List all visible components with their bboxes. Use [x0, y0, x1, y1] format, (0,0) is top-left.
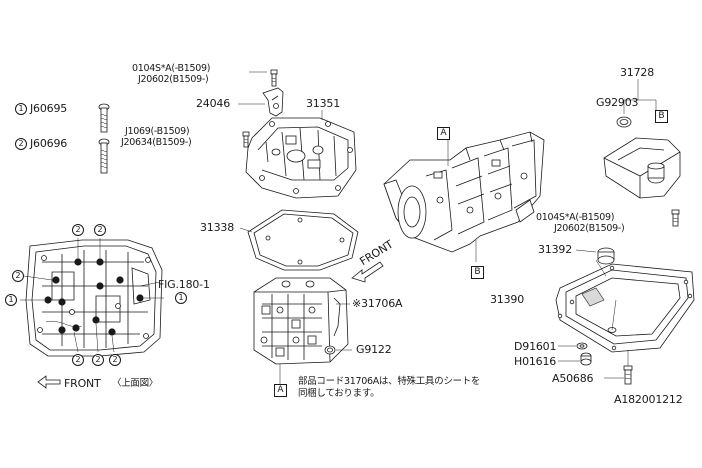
label-31728: 31728 [620, 66, 654, 79]
label-d91601: D91601 [514, 340, 557, 353]
bolt-j1069-drawing [242, 131, 250, 148]
ref-circle-2: 2 [15, 138, 27, 150]
ref-circle-2-tv-e: 2 [92, 354, 104, 366]
bracket-24046-drawing [238, 87, 284, 117]
transmission-assembly-drawing [383, 131, 545, 262]
label-31392: 31392 [538, 243, 572, 256]
label-j1069-b: J20634(B1509-) [121, 137, 192, 148]
diagram-code: A182001212 [614, 393, 683, 406]
oring-g92903-drawing [616, 116, 632, 128]
magnet-31392-drawing [575, 247, 615, 265]
ref-circle-1-tv-a: 1 [5, 294, 17, 306]
ref-circle-2-tv-b: 2 [94, 224, 106, 236]
ref-box-a-transmission: A [437, 127, 450, 140]
label-bolt-right-b: J20602(B1509-) [554, 223, 625, 234]
ref-circle-2-tv-f: 2 [109, 354, 121, 366]
washer-d91601-drawing [558, 342, 588, 350]
ref-circle-2-tv-d: 2 [72, 354, 84, 366]
label-fig180: FIG.180-1 [158, 278, 210, 291]
label-31351: 31351 [306, 97, 340, 110]
label-24046: 24046 [196, 97, 230, 110]
ref-box-a-valve: A [274, 384, 287, 397]
ref-box-b-strainer: B [655, 110, 668, 123]
label-bolt-right-a: 0104S*A(-B1509) [536, 212, 615, 223]
oil-strainer-31728-drawing [603, 79, 681, 199]
upper-valve-body-31351-drawing [245, 110, 357, 199]
bolt-right-drawing [671, 209, 680, 227]
label-31390: 31390 [490, 293, 524, 306]
oring-g9122-drawing [324, 345, 352, 355]
control-valve-31706a-drawing [253, 277, 350, 384]
label-g9122: G9122 [356, 343, 392, 356]
plug-h01616-drawing [558, 352, 592, 366]
label-h01616: H01616 [514, 355, 557, 368]
ref-box-b-transmission: B [471, 266, 484, 279]
ref-circle-1-tv-b: 1 [175, 292, 187, 304]
label-a50686: A50686 [552, 372, 594, 385]
label-j60695: J60695 [30, 102, 68, 115]
bolt-j60695-drawing [98, 103, 110, 133]
label-bolt-top-b: J20602(B1509-) [138, 74, 209, 85]
label-front-bottom: FRONT [64, 377, 101, 390]
label-top-view: 〈上面図〉 [112, 378, 159, 389]
front-arrow-mid-drawing [351, 261, 384, 283]
label-j60696: J60696 [30, 137, 68, 150]
top-view-diagram-drawing [20, 238, 164, 389]
oil-pan-31390-drawing [555, 259, 695, 353]
note-line-2: 同梱しております。 [298, 388, 380, 399]
label-31338: 31338 [200, 221, 234, 234]
label-j1069-a: J1069(-B1509) [125, 126, 190, 137]
bolt-top-drawing [249, 69, 278, 87]
ref-circle-2-tv-a: 2 [72, 224, 84, 236]
gasket-31338-drawing [239, 209, 359, 271]
label-bolt-top-a: 0104S*A(-B1509) [132, 63, 211, 74]
bolt-a50686-drawing [604, 350, 633, 385]
ref-circle-1: 1 [15, 103, 27, 115]
label-31706a: ※31706A [352, 297, 403, 310]
label-g92903: G92903 [596, 96, 639, 109]
ref-circle-2-tv-c: 2 [12, 270, 24, 282]
bolt-j60696-drawing [98, 138, 110, 174]
note-line-1: 部品コード31706Aは、特殊工具のシートを [298, 376, 481, 387]
